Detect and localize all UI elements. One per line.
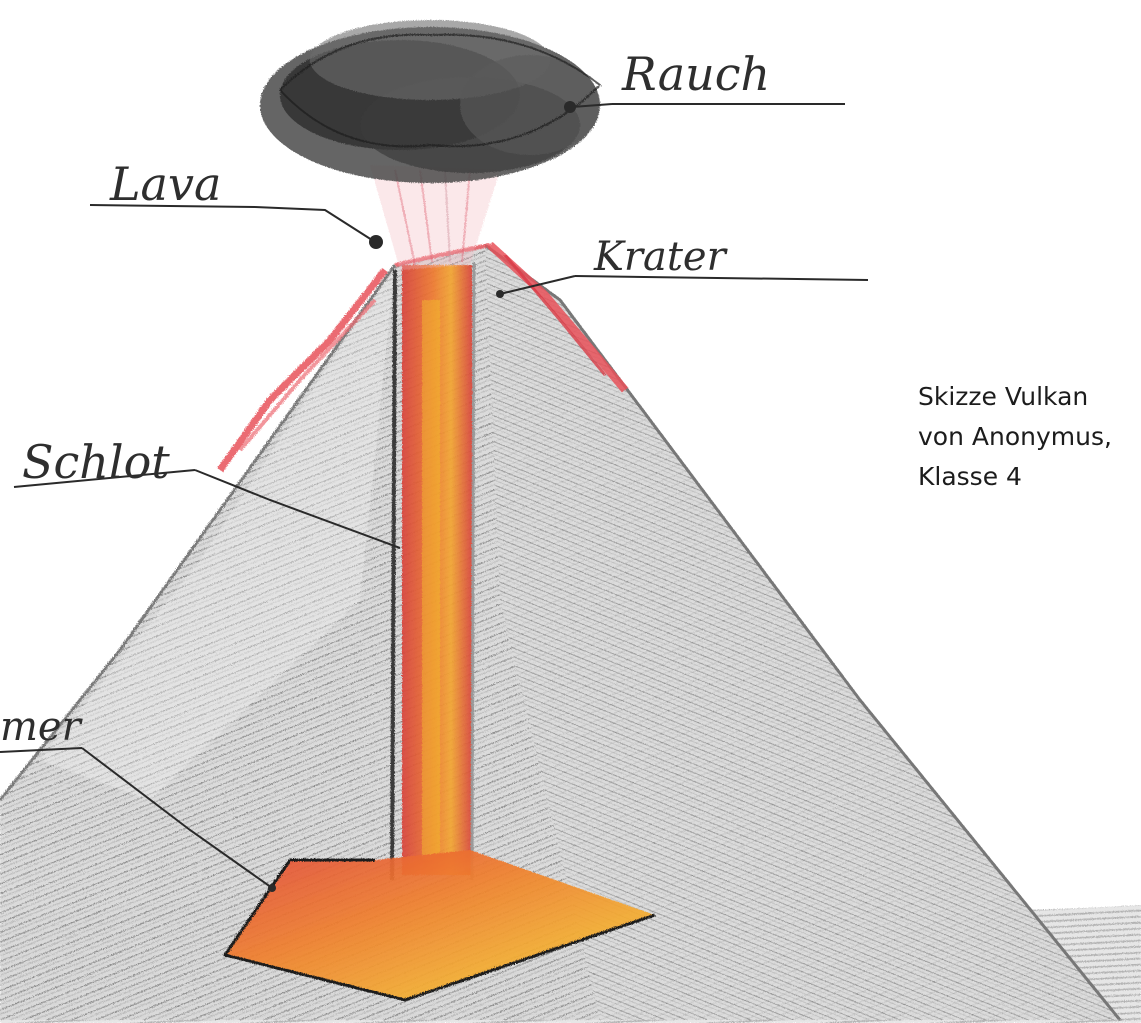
label-smoke: Rauch [621, 47, 770, 101]
smoke-dot [564, 101, 576, 113]
label-vent: Schlot [22, 435, 170, 489]
label-lava: Lava [109, 157, 221, 211]
crater-dot [496, 290, 504, 298]
lava-dot [369, 235, 383, 249]
vent [392, 262, 474, 880]
chamber-dot [268, 884, 276, 892]
caption-line-3: Klasse 4 [918, 457, 1112, 497]
smoke-cloud [260, 20, 600, 183]
label-chamber: mer [0, 704, 84, 750]
caption-line-1: Skizze Vulkan [918, 377, 1112, 417]
caption-line-2: von Anonymus, [918, 417, 1112, 457]
sketch-caption: Skizze Vulkan von Anonymus, Klasse 4 [918, 377, 1112, 497]
label-crater: Krater [593, 234, 729, 280]
